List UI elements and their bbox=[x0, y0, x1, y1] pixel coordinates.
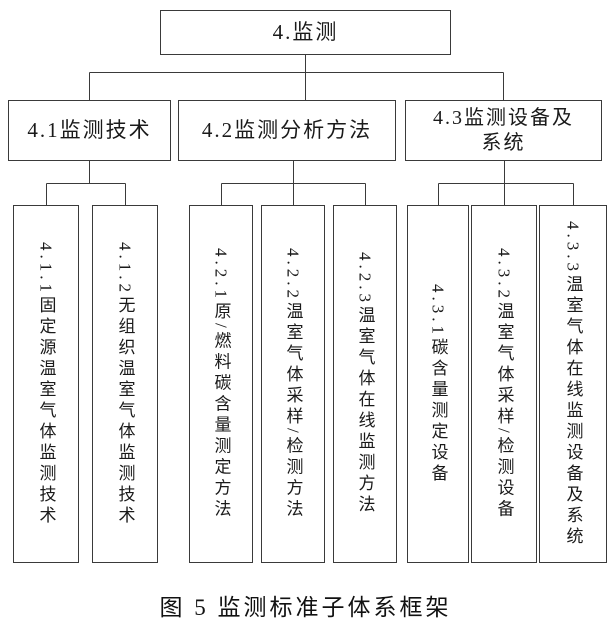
node-4-3-3-online-monitoring-equipment: 4.3.3温室气体在线监测设备及系统 bbox=[539, 205, 607, 563]
node-label: 4.2.1原/燃料碳含量测定方法 bbox=[211, 247, 231, 521]
node-label: 4.2.3温室气体在线监测方法 bbox=[355, 252, 375, 516]
node-4-2-3-online-monitoring-method: 4.2.3温室气体在线监测方法 bbox=[333, 205, 397, 563]
node-root-monitoring: 4.监测 bbox=[160, 10, 451, 55]
node-label: 4.3.3温室气体在线监测设备及系统 bbox=[563, 220, 583, 548]
node-4-2-1-carbon-content-method: 4.2.1原/燃料碳含量测定方法 bbox=[189, 205, 253, 563]
node-4-2-analysis-methods: 4.2监测分析方法 bbox=[178, 100, 396, 161]
node-4-1-monitoring-technology: 4.1监测技术 bbox=[8, 100, 171, 161]
node-label: 4.1.2无组织温室气体监测技术 bbox=[115, 241, 135, 527]
node-4-3-1-carbon-content-equipment: 4.3.1碳含量测定设备 bbox=[407, 205, 469, 563]
node-label: 4.2.2温室气体采样/检测方法 bbox=[283, 247, 303, 521]
node-label: 4.1.1固定源温室气体监测技术 bbox=[36, 241, 56, 527]
node-4-1-2-fugitive: 4.1.2无组织温室气体监测技术 bbox=[92, 205, 158, 563]
node-label: 4.3.2温室气体采样/检测设备 bbox=[494, 247, 514, 521]
node-4-2-2-sampling-method: 4.2.2温室气体采样/检测方法 bbox=[261, 205, 325, 563]
node-4-3-2-sampling-equipment: 4.3.2温室气体采样/检测设备 bbox=[471, 205, 537, 563]
node-label: 4.3.1碳含量测定设备 bbox=[428, 283, 448, 485]
node-4-1-1-stationary-source: 4.1.1固定源温室气体监测技术 bbox=[13, 205, 79, 563]
figure-caption: 图 5 监测标准子体系框架 bbox=[159, 595, 452, 620]
node-4-3-equipment-systems: 4.3监测设备及 系统 bbox=[405, 100, 602, 161]
